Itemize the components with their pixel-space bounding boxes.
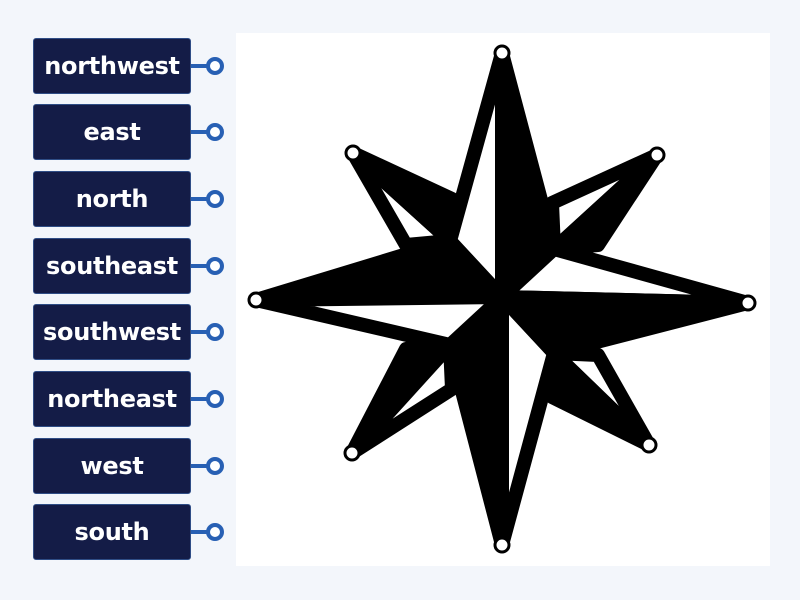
- drop-target-icon[interactable]: [247, 291, 265, 309]
- drop-target-icon[interactable]: [640, 436, 658, 454]
- compass-image-area: [236, 33, 770, 566]
- connector-pin-icon[interactable]: [191, 187, 227, 211]
- label-southwest[interactable]: southwest: [33, 304, 191, 360]
- connector-pin-icon[interactable]: [191, 520, 227, 544]
- label-southeast[interactable]: southeast: [33, 238, 191, 294]
- label-text: northwest: [44, 52, 180, 80]
- drop-target-icon[interactable]: [493, 536, 511, 554]
- connector-pin-icon[interactable]: [191, 387, 227, 411]
- label-text: north: [75, 185, 149, 213]
- label-south[interactable]: south: [33, 504, 191, 560]
- label-text: southeast: [46, 252, 178, 280]
- connector-pin-icon[interactable]: [191, 320, 227, 344]
- label-text: south: [74, 518, 150, 546]
- label-northeast[interactable]: northeast: [33, 371, 191, 427]
- connector-pin-icon[interactable]: [191, 54, 227, 78]
- label-northwest[interactable]: northwest: [33, 38, 191, 94]
- drop-target-icon[interactable]: [344, 144, 362, 162]
- connector-pin-icon[interactable]: [191, 454, 227, 478]
- drop-target-icon[interactable]: [739, 294, 757, 312]
- label-text: west: [80, 452, 144, 480]
- drop-target-icon[interactable]: [648, 146, 666, 164]
- label-east[interactable]: east: [33, 104, 191, 160]
- label-text: northeast: [47, 385, 177, 413]
- label-west[interactable]: west: [33, 438, 191, 494]
- drop-target-icon[interactable]: [343, 444, 361, 462]
- drop-target-icon[interactable]: [493, 44, 511, 62]
- label-text: southwest: [43, 318, 181, 346]
- connector-pin-icon[interactable]: [191, 254, 227, 278]
- label-text: east: [83, 118, 141, 146]
- connector-pin-icon[interactable]: [191, 120, 227, 144]
- compass-rose-icon: [247, 44, 757, 554]
- label-north[interactable]: north: [33, 171, 191, 227]
